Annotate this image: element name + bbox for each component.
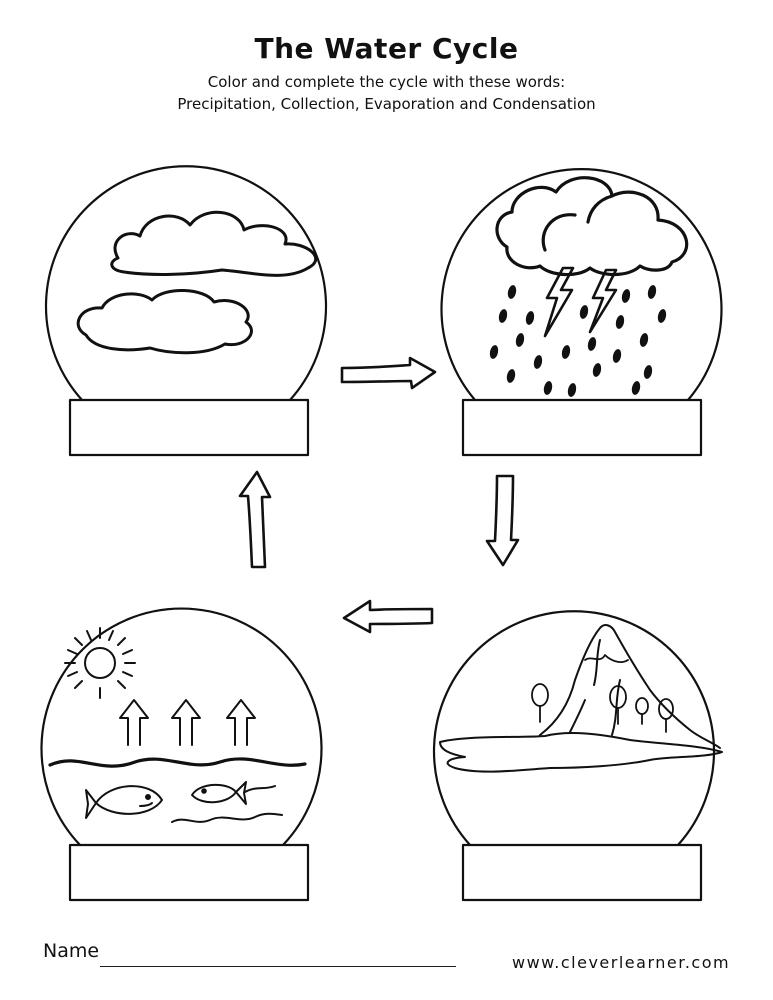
cycle-arrow-icon	[238, 470, 272, 569]
cycle-arrow-icon	[485, 474, 520, 567]
water-wave	[244, 785, 276, 793]
globe-outline	[440, 168, 723, 402]
mountain-icon	[539, 624, 721, 749]
globe-outline	[40, 607, 323, 847]
water-wave	[171, 812, 283, 823]
globe-condensation	[44, 165, 328, 457]
cloud-icon	[76, 288, 253, 355]
tree-icon	[531, 683, 549, 723]
sun-icon	[64, 627, 136, 699]
instruction-line-2: Precipitation, Collection, Evaporation a…	[177, 95, 596, 113]
water-surface	[48, 757, 307, 768]
tree-icon	[658, 698, 674, 733]
storm-cloud-icon	[495, 176, 689, 277]
name-label: Name	[43, 940, 100, 962]
globe-outline	[44, 165, 328, 402]
page-title: The Water Cycle	[254, 32, 519, 65]
label-box[interactable]	[68, 843, 310, 902]
cycle-arrow-icon	[342, 599, 434, 634]
name-input-line[interactable]	[100, 966, 456, 967]
instruction-line-1: Color and complete the cycle with these …	[207, 73, 566, 91]
raindrop-icon	[489, 285, 667, 397]
globe-collection	[432, 610, 723, 902]
fish-icon	[85, 785, 163, 819]
tree-icon	[635, 697, 649, 725]
label-box[interactable]	[68, 398, 310, 457]
cycle-arrow-icon	[340, 356, 437, 390]
lightning-icon	[543, 266, 618, 338]
up-arrow-icon	[119, 699, 149, 746]
label-box[interactable]	[461, 398, 703, 457]
tree-icon	[609, 685, 627, 725]
website-credit: www.cleverlearner.com	[512, 953, 731, 972]
globe-outline	[432, 610, 716, 847]
lake	[439, 732, 723, 773]
globe-precipitation	[440, 168, 723, 457]
label-box[interactable]	[461, 843, 703, 902]
up-arrow-icon	[226, 699, 256, 746]
globe-evaporation	[40, 607, 323, 902]
fish-icon	[191, 781, 247, 805]
up-arrow-icon	[171, 699, 201, 746]
cloud-icon	[110, 210, 317, 277]
